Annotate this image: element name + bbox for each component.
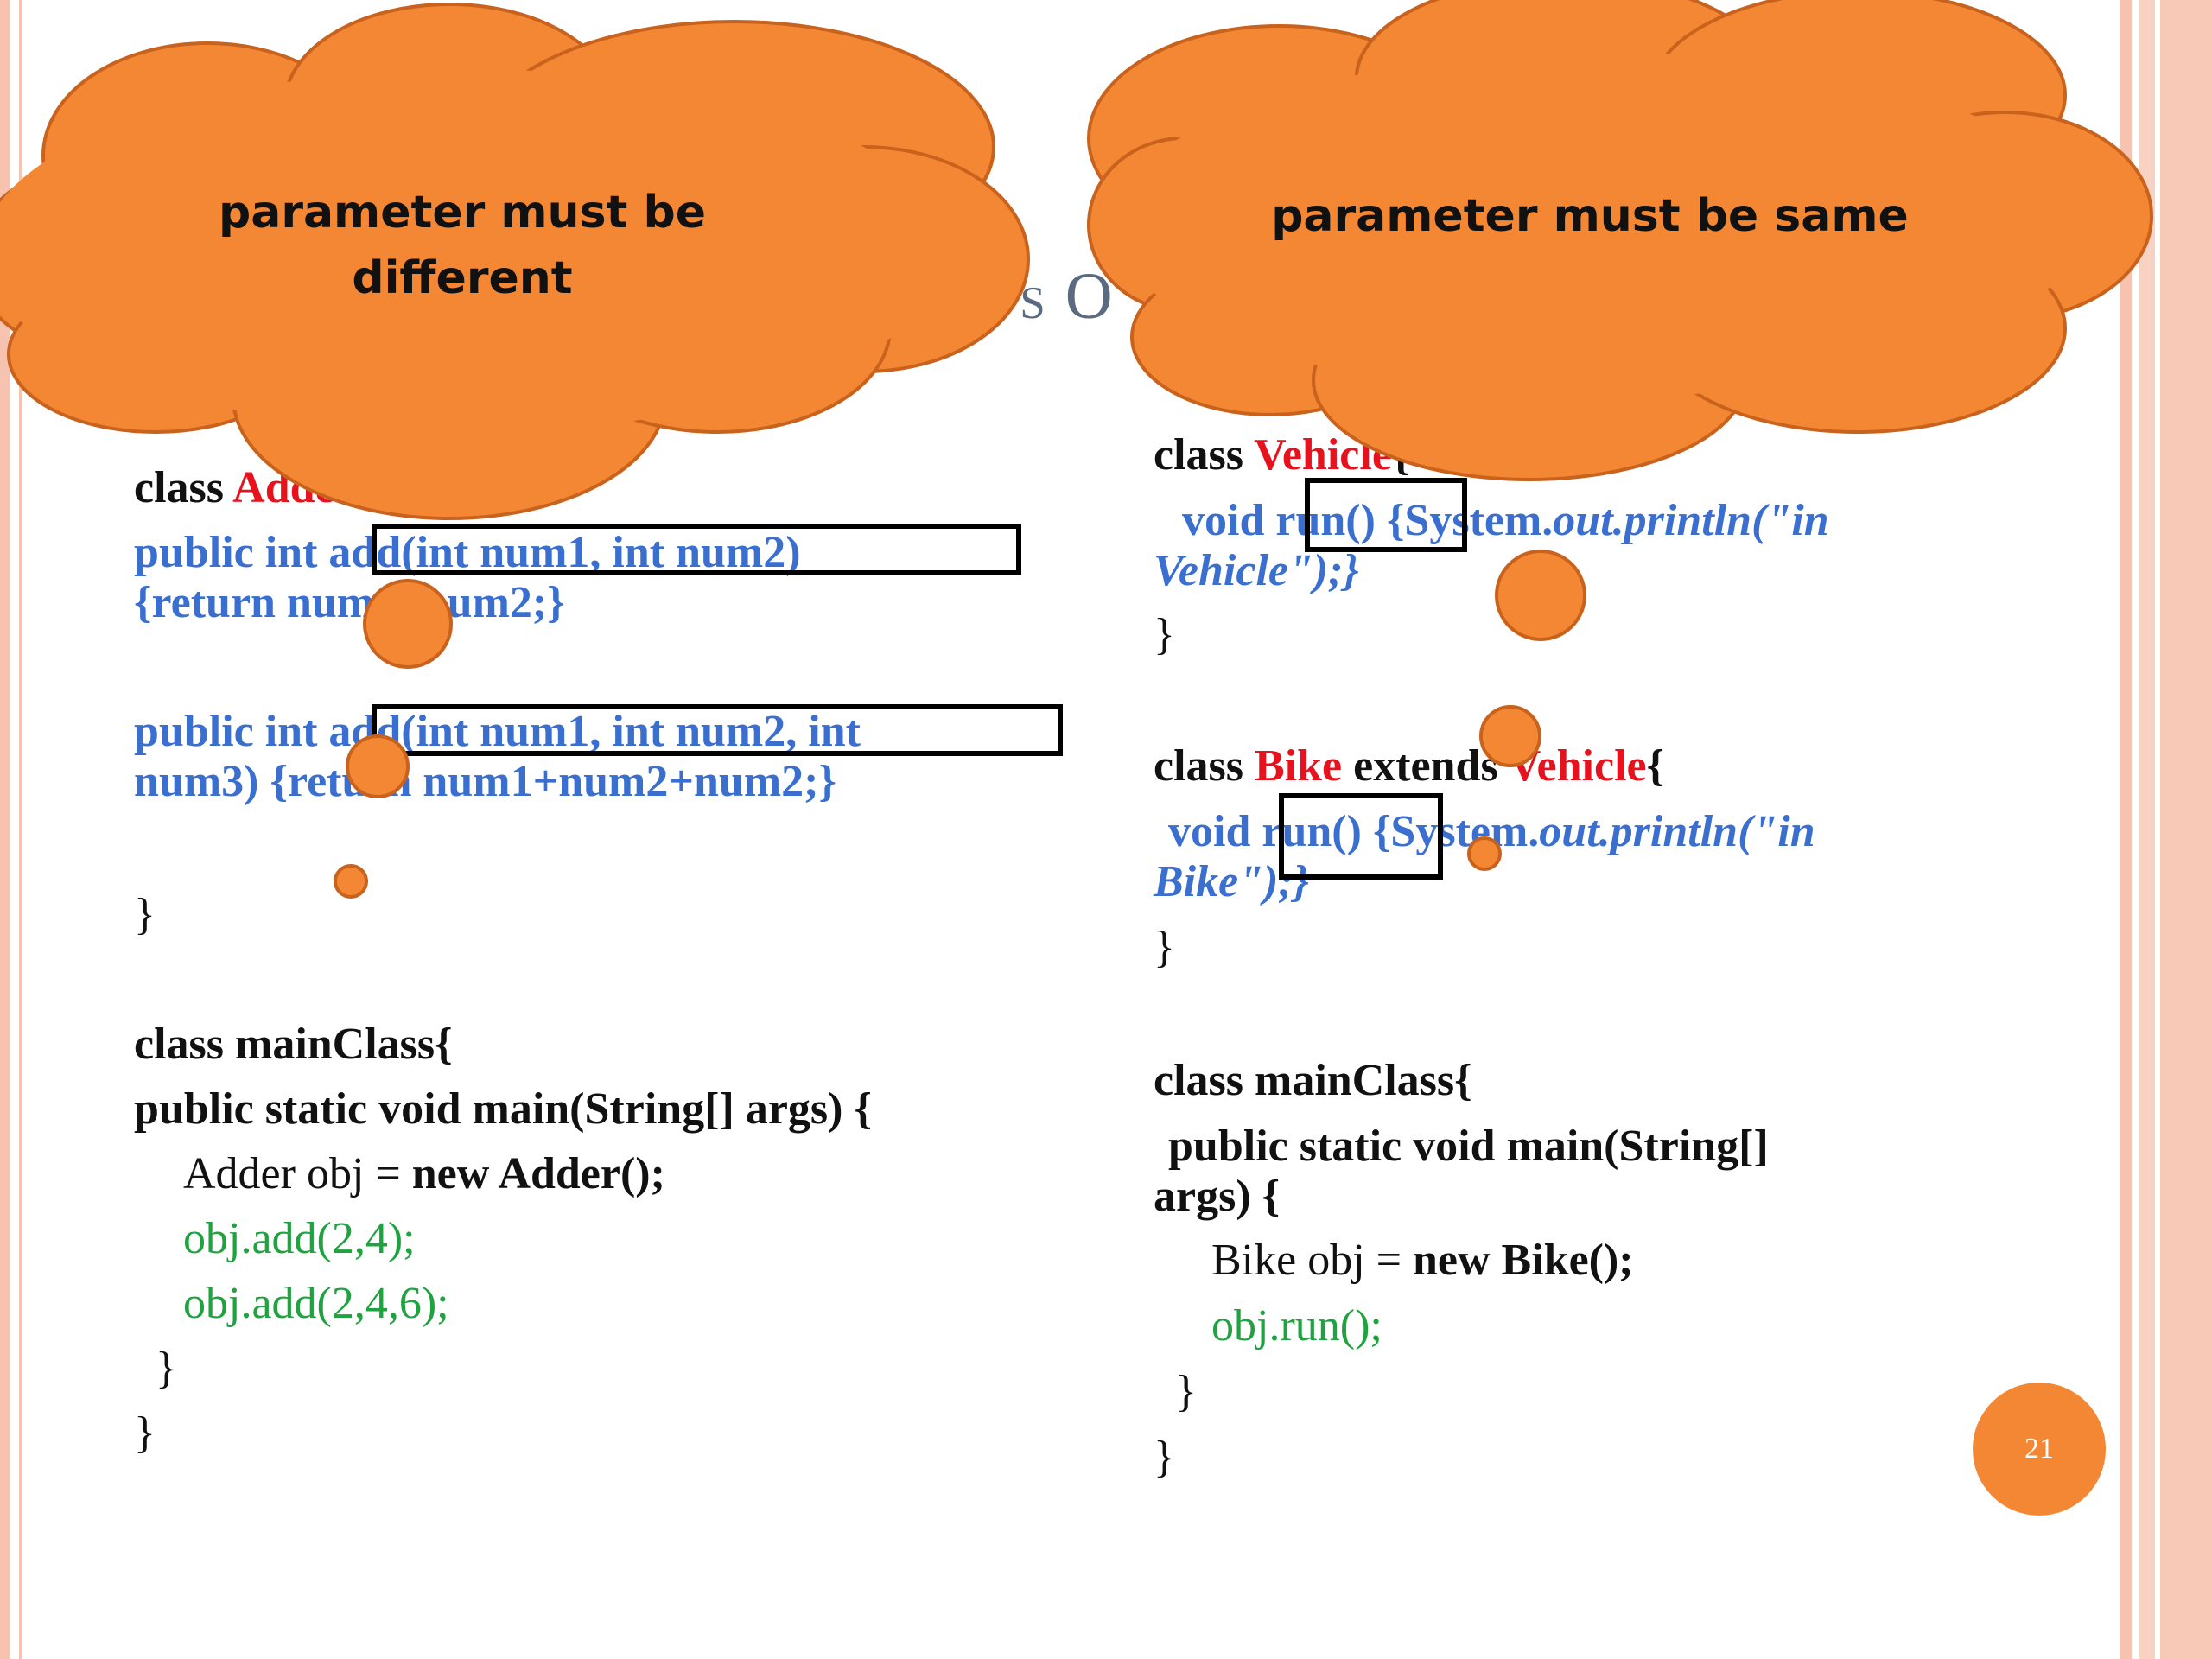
callout-left-line1: parameter must be [219, 187, 706, 238]
right-close-brace-2: } [1154, 923, 1175, 972]
bike-run-body-b: out.println("in [1539, 807, 1815, 856]
left-method2-line2: num3) {return num1+num2+num2;} [134, 757, 836, 806]
left-method1-line: public int add(int num1, int num2) [134, 528, 801, 578]
right-class-vehicle-line: class Vehicle{ [1154, 430, 1409, 480]
void-keyword: void [1168, 807, 1262, 856]
slide-border-left-thin [19, 0, 22, 1659]
right-close-brace-3: } [1175, 1367, 1197, 1416]
thought-bubble-dot [363, 579, 453, 669]
void-keyword: void [1182, 496, 1276, 545]
method2-signature: add(int num1, int num2, int [328, 707, 861, 756]
thought-cloud-left [0, 3, 1030, 520]
highlight-box-vehicle-run [1305, 478, 1467, 552]
left-close-brace-2: } [156, 1344, 177, 1393]
callout-left-line2: different [352, 252, 573, 304]
highlight-box-add-3params [372, 704, 1063, 756]
method2-prefix: public int [134, 707, 329, 756]
vehicle-run-signature: run() [1275, 496, 1376, 545]
extends-keyword: extends [1342, 741, 1509, 791]
right-call-run: obj.run(); [1211, 1301, 1382, 1351]
thought-cloud-right [1087, 0, 2153, 481]
open-brace: { [1646, 741, 1665, 791]
left-main-class: class mainClass{ [134, 1020, 453, 1069]
class-keyword: class [134, 463, 233, 512]
left-method1-body: {return num1+num2;} [134, 578, 565, 627]
slide-border-right-mid [2139, 0, 2155, 1659]
right-close-brace-1: } [1154, 610, 1175, 659]
highlight-box-bike-run [1279, 793, 1443, 880]
thought-bubble-dot [334, 864, 368, 899]
slide-border-right-outer [2160, 0, 2212, 1659]
vehicle-run-body-b: out.println("in [1553, 496, 1829, 545]
left-close-brace-1: } [134, 890, 156, 939]
right-bike-run-line: void run() {System.out.println("in [1168, 807, 1815, 857]
left-call-add-3: obj.add(2,4,6); [183, 1279, 449, 1328]
obj-declaration-a: Bike obj = [1211, 1236, 1413, 1285]
class-keyword: class [1154, 741, 1255, 791]
callout-right-text: parameter must be same [1271, 190, 1909, 242]
method1-signature: add(int num1, int num2) [328, 528, 801, 577]
obj-declaration-b: new Adder(); [411, 1149, 665, 1198]
obj-declaration-a: Adder obj = [183, 1149, 412, 1198]
class-name-bike: Bike [1255, 741, 1343, 791]
vehicle-run-body-a: {System. [1375, 496, 1554, 545]
left-main-signature: public static void main(String[] args) { [134, 1084, 872, 1134]
page-number-badge: 21 [1973, 1382, 2106, 1516]
right-vehicle-run-line2: Vehicle");} [1154, 546, 1359, 595]
right-obj-declaration: Bike obj = new Bike(); [1211, 1236, 1634, 1286]
right-close-brace-4: } [1154, 1433, 1175, 1482]
method1-prefix: public int [134, 528, 329, 577]
thought-bubble-dot [346, 734, 410, 798]
left-close-brace-3: } [134, 1408, 156, 1458]
highlight-box-add-2params [372, 524, 1021, 575]
callout-left-text: parameter must be different [181, 180, 743, 311]
bike-run-signature: run() [1262, 807, 1362, 856]
left-obj-declaration: Adder obj = new Adder(); [183, 1149, 665, 1199]
bike-run-body-a: {System. [1361, 807, 1540, 856]
obj-declaration-b: new Bike(); [1412, 1236, 1634, 1285]
thought-bubble-dot [1467, 836, 1502, 871]
thought-bubble-dot [1495, 550, 1586, 641]
slide-border-left [0, 0, 10, 1659]
left-method2-line: public int add(int num1, int num2, int [134, 707, 861, 757]
right-vehicle-run-line: void run() {System.out.println("in [1182, 496, 1829, 546]
right-main-signature-2: args) { [1154, 1172, 1281, 1221]
class-keyword: class [1154, 430, 1255, 480]
right-main-signature-1: public static void main(String[] [1168, 1122, 1769, 1171]
left-call-add-2: obj.add(2,4); [183, 1214, 416, 1263]
right-class-bike-line: class Bike extends Vehicle{ [1154, 741, 1664, 791]
slide-border-right [2120, 0, 2132, 1659]
thought-bubble-dot [1479, 705, 1541, 767]
right-main-class: class mainClass{ [1154, 1056, 1472, 1105]
